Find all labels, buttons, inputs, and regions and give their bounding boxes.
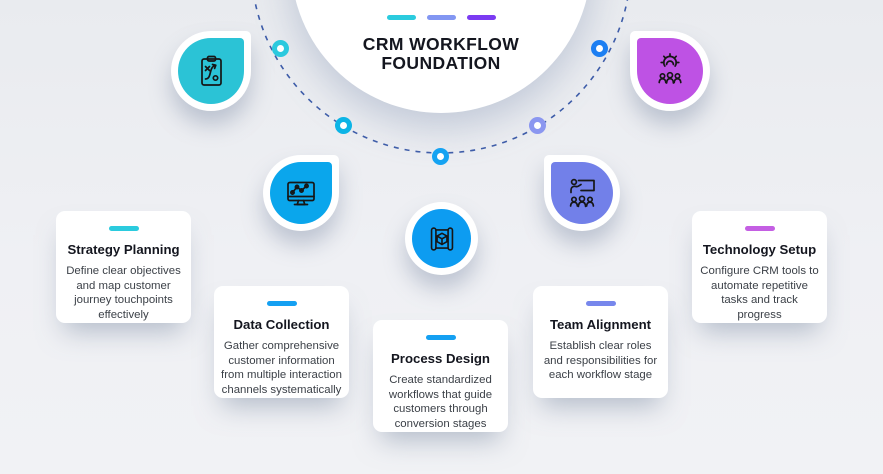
card-accent-bar — [425, 335, 456, 340]
card-description: Define clear objectives and map customer… — [66, 265, 181, 321]
card-title: Data Collection — [233, 317, 330, 332]
step-card-data-collection: Data Collection Gather comprehensive cus… — [214, 286, 349, 398]
legend-dashes — [387, 15, 496, 20]
arc-node — [272, 40, 289, 57]
card-title: Technology Setup — [702, 242, 817, 257]
card-description: Create standardized workflows that guide… — [388, 374, 493, 430]
arc-node — [591, 40, 608, 57]
team-alignment-icon — [562, 173, 602, 213]
technology-setup-icon — [650, 51, 690, 91]
step-card-team-alignment: Team Alignment Establish clear roles and… — [533, 286, 668, 398]
card-description: Establish clear roles and responsibiliti… — [543, 340, 658, 382]
step-card-strategy-planning: Strategy Planning Define clear objective… — [56, 211, 191, 323]
dash-periwinkle-icon — [427, 15, 456, 20]
page-title-line1: CRM WORKFLOW — [362, 34, 520, 54]
step-circle-process-design — [405, 202, 478, 275]
page-title: CRM WORKFLOW FOUNDATION — [291, 35, 591, 73]
dash-teal-icon — [387, 15, 416, 20]
dash-purple-icon — [467, 15, 496, 20]
page-title-line2: FOUNDATION — [381, 53, 501, 73]
card-title: Process Design — [391, 351, 490, 366]
data-collection-icon — [281, 173, 321, 213]
strategy-planning-icon — [191, 51, 231, 91]
step-card-technology-setup: Technology Setup Configure CRM tools to … — [692, 211, 827, 323]
step-circle-data-collection — [263, 155, 339, 231]
step-circle-technology-setup — [630, 31, 710, 111]
arc-node — [432, 148, 449, 165]
card-title: Strategy Planning — [67, 242, 180, 257]
card-accent-bar — [585, 301, 616, 306]
process-design-icon — [423, 220, 461, 258]
arc-node — [529, 117, 546, 134]
card-description: Configure CRM tools to automate repetiti… — [700, 265, 819, 321]
arc-node — [335, 117, 352, 134]
card-title: Team Alignment — [549, 317, 652, 332]
step-circle-team-alignment — [544, 155, 620, 231]
card-accent-bar — [744, 226, 775, 231]
step-card-process-design: Process Design Create standardized workf… — [373, 320, 508, 432]
step-circle-strategy-planning — [171, 31, 251, 111]
card-accent-bar — [266, 301, 297, 306]
card-description: Gather comprehensive customer informatio… — [221, 340, 342, 396]
card-accent-bar — [108, 226, 139, 231]
